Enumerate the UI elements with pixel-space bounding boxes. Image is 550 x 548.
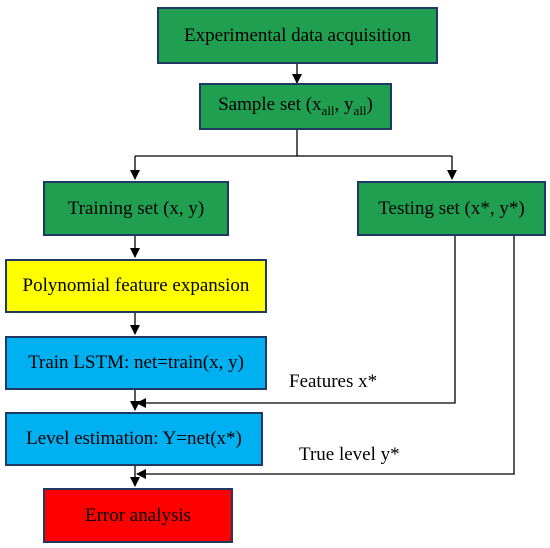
train-lstm-box: Train LSTM: net=train(x, y) [5,336,267,390]
training-set-label: Training set (x, y) [67,197,205,219]
arrow-features-x [136,236,456,408]
error-analysis-label: Error analysis [84,504,192,526]
sample-set-box: Sample set (xall, yall) [199,83,392,130]
training-set-box: Training set (x, y) [43,181,229,236]
error-analysis-box: Error analysis [43,488,233,543]
testing-set-box: Testing set (x*, y*) [357,181,546,236]
level-estimation-label: Level estimation: Y=net(x*) [26,428,242,449]
experimental-data-acquisition-label: Experimental data acquisition [184,24,411,46]
testing-set-label: Testing set (x*, y*) [378,197,525,219]
experimental-data-acquisition-box: Experimental data acquisition [157,7,438,64]
level-estimation-box: Level estimation: Y=net(x*) [5,412,263,466]
polynomial-feature-expansion-label: Polynomial feature expansion [22,275,250,296]
train-lstm-label: Train LSTM: net=train(x, y) [28,352,244,373]
true-level-y-label: True level y* [299,444,400,465]
arrow-true-level-y [136,236,515,479]
features-x-label: Features x* [289,371,378,392]
sample-set-label: Sample set (xall, yall) [218,94,373,118]
polynomial-feature-expansion-box: Polynomial feature expansion [5,259,267,313]
